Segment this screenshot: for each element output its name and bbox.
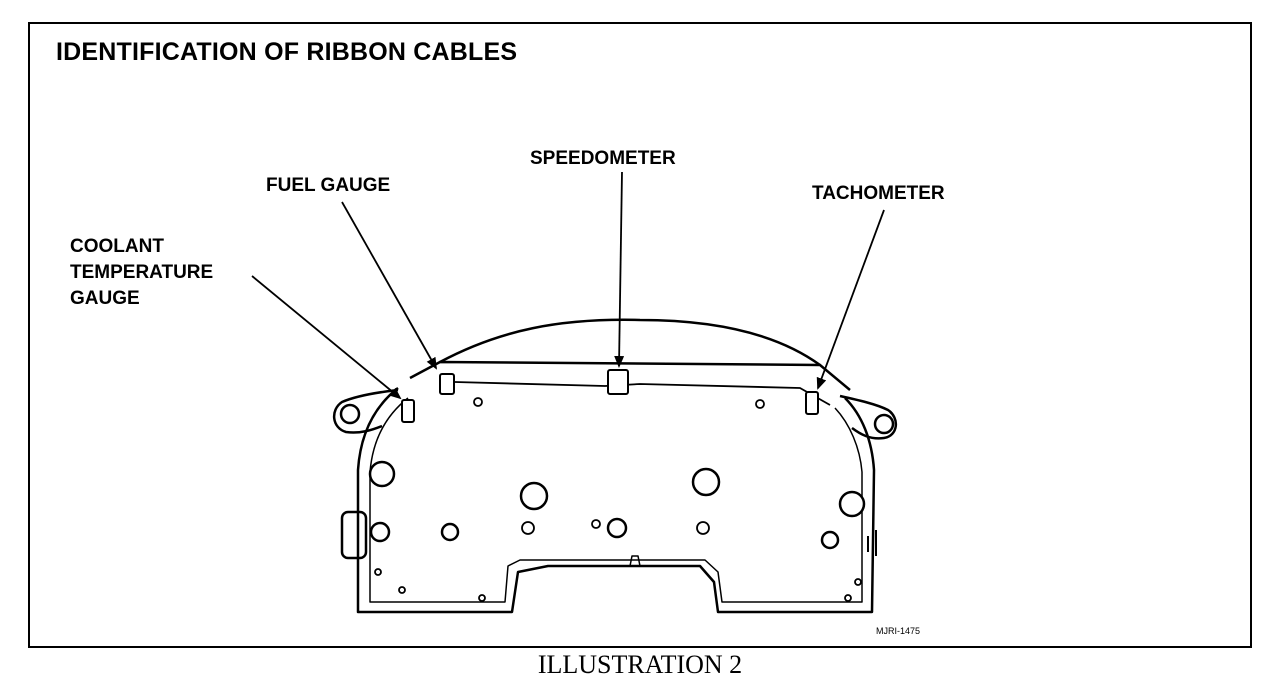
socket-8 xyxy=(820,530,840,550)
illustration-caption: ILLUSTRATION 2 xyxy=(537,650,743,679)
cluster-top-dome xyxy=(439,318,821,367)
leader-arrows xyxy=(251,171,885,400)
diagram-title: IDENTIFICATION OF RIBBON CABLES xyxy=(56,38,518,66)
socket-3 xyxy=(691,467,721,497)
label-speedometer: SPEEDOMETER xyxy=(530,148,676,169)
bulb-sockets xyxy=(368,460,866,550)
cluster-body-inner xyxy=(369,397,863,603)
cluster-top-rail xyxy=(409,360,851,391)
right-side-clip xyxy=(867,530,877,556)
bolt-1 xyxy=(521,521,535,535)
arrow-speedometer xyxy=(614,171,625,368)
label-fuel-gauge: FUEL GAUGE xyxy=(266,175,391,196)
cluster-inner-rail xyxy=(454,381,831,406)
connector-coolant xyxy=(401,399,415,423)
label-coolant-temperature-gauge: COOLANT TEMPERATURE GAUGE xyxy=(70,234,213,312)
bolt-4 xyxy=(473,397,483,407)
arrow-coolant xyxy=(251,275,402,400)
label-coolant-line-2: TEMPERATURE xyxy=(70,262,214,283)
bolt-6 xyxy=(374,568,382,576)
cluster-housing xyxy=(333,318,897,614)
socket-6 xyxy=(440,522,460,542)
bolt-7 xyxy=(398,586,406,594)
reference-code: MJRI-1475 xyxy=(876,626,921,636)
bolt-5 xyxy=(755,399,765,409)
connector-fuel xyxy=(439,373,455,395)
bolt-10 xyxy=(844,594,852,602)
label-tachometer: TACHOMETER xyxy=(812,183,945,204)
left-mount-ear xyxy=(333,388,399,434)
label-coolant-line-3: GAUGE xyxy=(70,288,140,309)
socket-2 xyxy=(519,481,549,511)
socket-4 xyxy=(838,490,866,518)
left-mount-hole xyxy=(339,403,361,425)
socket-1 xyxy=(368,460,396,488)
bottom-tab xyxy=(629,555,641,567)
bolt-8 xyxy=(478,594,486,602)
arrow-fuel-gauge xyxy=(341,201,437,370)
label-coolant-line-1: COOLANT xyxy=(70,236,164,257)
right-mount-hole xyxy=(873,413,895,435)
left-side-bracket xyxy=(340,510,368,560)
right-mount-ear xyxy=(839,394,897,440)
socket-7 xyxy=(606,517,628,539)
connector-tachometer xyxy=(805,391,819,415)
cluster-body-outline xyxy=(356,387,876,614)
arrow-tachometer xyxy=(816,209,885,390)
connector-speedometer xyxy=(607,369,629,395)
bolts xyxy=(374,397,862,602)
bolt-9 xyxy=(854,578,862,586)
bolt-3 xyxy=(591,519,601,529)
ribbon-connectors xyxy=(401,369,819,423)
diagram-frame xyxy=(28,22,1252,648)
socket-5 xyxy=(369,521,391,543)
bolt-2 xyxy=(696,521,710,535)
